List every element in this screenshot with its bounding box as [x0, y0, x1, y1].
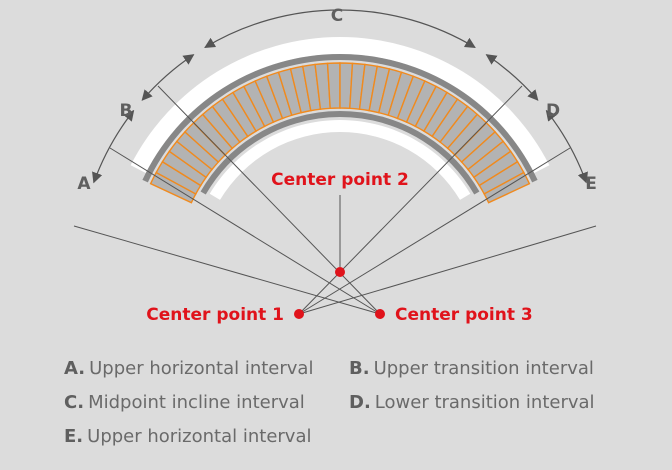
legend-item-a: A.Upper horizontal interval [64, 358, 313, 379]
inner-white-band [209, 120, 471, 200]
region-letter-a: A [77, 174, 91, 194]
interval-dimension-arc [545, 109, 588, 184]
region-letter-e: E [585, 174, 597, 194]
interval-dimension-arcs [92, 9, 588, 184]
center-point-3-marker [375, 309, 385, 319]
construction-line [109, 147, 381, 315]
construction-line [298, 85, 523, 315]
interval-dimension-arc [204, 9, 476, 48]
legend-item-c: C.Midpoint incline interval [64, 392, 305, 413]
outer-white-band [130, 36, 550, 174]
legend-item-d: D.Lower transition interval [349, 392, 595, 413]
region-letter-d: D [546, 101, 560, 121]
center-point-3-label: Center point 3 [395, 305, 533, 325]
legend: A.Upper horizontal interval B.Upper tran… [64, 358, 595, 447]
construction-line [73, 225, 381, 315]
center-point-1-marker [294, 309, 304, 319]
outer-rail [142, 53, 538, 183]
region-letter-b: B [120, 101, 133, 121]
interval-dimension-arc [141, 54, 195, 101]
conveyor-block [326, 62, 341, 110]
center-point-2-marker [335, 267, 345, 277]
center-point-1-label: Center point 1 [146, 305, 284, 325]
construction-line [298, 147, 571, 315]
legend-item-b: B.Upper transition interval [349, 358, 594, 379]
center-point-2-label: Center point 2 [271, 170, 409, 190]
conveyor-block-segments [149, 62, 531, 204]
interval-dimension-arc [485, 54, 539, 101]
interval-dimension-arc [92, 109, 135, 184]
region-letter-c: C [331, 6, 343, 26]
construction-line [298, 225, 597, 315]
construction-lines [73, 85, 597, 315]
legend-item-e: E.Upper horizontal interval [64, 426, 312, 447]
curved-conveyor [130, 36, 550, 200]
inner-rail [200, 111, 480, 195]
